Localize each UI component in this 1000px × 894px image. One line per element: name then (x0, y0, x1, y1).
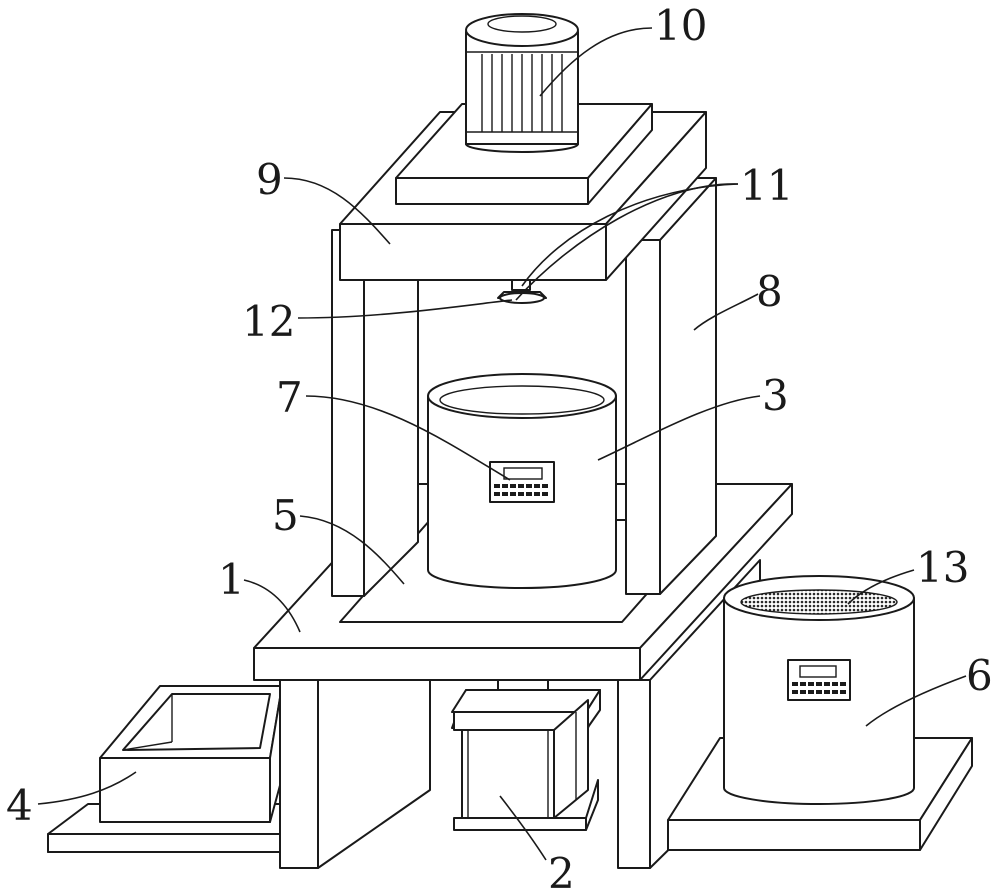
label-8: 8 (756, 267, 783, 316)
leader-10 (539, 27, 653, 97)
leader-12 (297, 299, 513, 319)
part-labels: 10 9 11 8 12 7 3 5 1 13 6 4 2 (6, 1, 993, 894)
label-10: 10 (654, 1, 707, 50)
leader-3 (597, 395, 761, 461)
label-1: 1 (218, 555, 245, 604)
leader-9 (283, 177, 391, 245)
leader-11b (515, 183, 739, 301)
leader-6 (865, 675, 967, 727)
leader-13 (847, 569, 915, 605)
right-cylinder (723, 575, 915, 805)
label-5: 5 (272, 491, 299, 540)
right-column-8 (625, 177, 717, 595)
lower-cylinder-assembly (451, 679, 601, 831)
mesh-screen (740, 589, 898, 615)
left-collection-box (47, 685, 301, 853)
right-control-panel (787, 659, 851, 701)
shaft-and-nozzle (497, 279, 547, 304)
label-2: 2 (548, 849, 575, 894)
label-3: 3 (762, 371, 789, 420)
label-6: 6 (966, 651, 993, 700)
motor (465, 13, 579, 153)
middle-cylinder (427, 373, 617, 589)
label-13: 13 (916, 543, 969, 592)
label-12: 12 (242, 297, 295, 346)
leader-7 (305, 395, 511, 481)
leader-lines (37, 27, 967, 861)
label-11: 11 (740, 161, 793, 210)
leader-5 (299, 515, 405, 585)
label-7: 7 (276, 373, 303, 422)
leader-4 (37, 771, 137, 805)
label-4: 4 (6, 781, 33, 830)
control-panel-7 (489, 461, 555, 503)
leader-8 (693, 293, 759, 331)
leader-2 (499, 795, 547, 861)
leader-1 (243, 579, 301, 633)
label-9: 9 (256, 155, 283, 204)
